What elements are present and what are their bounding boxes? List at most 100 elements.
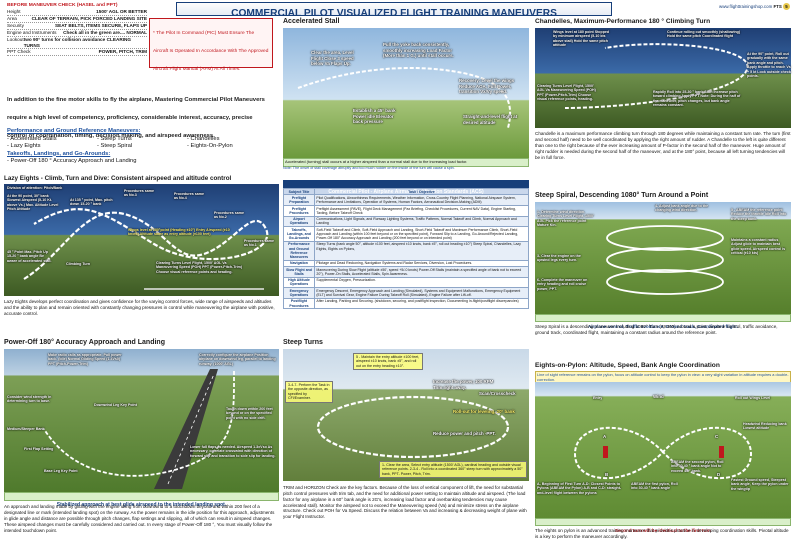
eights-caption: Second turn will be identical to the fir… xyxy=(615,528,711,533)
accel-stall-caption: Accelerated (turning) stall occurs at a … xyxy=(283,158,529,167)
spiral-step-5: 5 - ABEAM the reference point Reduce the… xyxy=(731,208,787,221)
fastest-groundspeed: Fastest Ground speed, Steepest bank angl… xyxy=(731,478,789,491)
acs-task-cell: After Landing, Parking and Securing. (sh… xyxy=(314,297,529,310)
acs-subject-cell: High Altitude Operations xyxy=(283,276,315,289)
lazy-eights-point-135: At 135 ° point, Max. pitch down 15-20 ° … xyxy=(70,198,113,207)
checklist-row: Height 1500' AGL OR BETTER xyxy=(7,9,147,16)
climbing-turn-label: Climbing Turn xyxy=(66,262,91,266)
maneuver-item: - Accelerated Stalls xyxy=(7,135,57,142)
division-label: Division of attention: Pitch/Bank xyxy=(7,186,63,190)
acs-section: Commercial Pilot - Airplane Airman Certi… xyxy=(283,180,529,336)
chandelle-path xyxy=(564,43,749,109)
base-leg-key-point: Base Leg Key Point xyxy=(44,469,78,473)
steep-turn-circle xyxy=(316,395,510,459)
perf-maneuvers-title: Performance and Ground Reference Maneuve… xyxy=(7,128,141,134)
chandelles-title: Chandelles, Maximum-Performance 180 ° Cl… xyxy=(535,18,711,25)
power-off-diagram: Make radio calls as appropriate. Pull po… xyxy=(4,349,279,492)
abeam-first-pylon: ABEAM the first pylon, Roll into 30-40 °… xyxy=(631,482,678,491)
spiral-step-1: 1- Determine wind direction. Clearing Tu… xyxy=(537,210,594,228)
steep-turn-reduce-power: Reduce power and pitch -PPT. xyxy=(433,431,496,436)
checklist-value: two 90° turns for collision avoidance CL… xyxy=(23,36,132,48)
lazy-eights-flight-path xyxy=(23,208,269,290)
point-d: D xyxy=(717,472,721,477)
checklist-key: Height xyxy=(7,9,21,15)
maneuver-item: - Eights-On-Pylon xyxy=(187,143,233,150)
page-code: FTS xyxy=(773,4,782,9)
steep-turns-diagram: 5 - Maintain the entry altitude ±100 fee… xyxy=(283,349,529,481)
steep-turns-description: TRIM and HORIZON Check are the key facto… xyxy=(283,485,527,520)
lazy-eights-proc-1: Procedures same as No.1 xyxy=(244,239,274,248)
checklist-value: CLEAR OF TERRAIN, PICK FORCED LANDING SI… xyxy=(31,16,147,21)
chandelle-entry: Clearing Turns Level Flight, 1500' AGL V… xyxy=(537,84,596,102)
spiral-step-6: 6- Complete the maneuver on entry headin… xyxy=(537,278,588,291)
flight-path-line xyxy=(23,208,269,280)
steep-turns-section: Steep Turns 5 - Maintain the entry altit… xyxy=(283,339,529,549)
turn-path xyxy=(316,395,510,459)
accel-stall-step-2: Pull the yoke back consistently, smoothl… xyxy=(383,42,454,58)
steep-turn-maintain: 5 - Maintain the entry altitude ±100 fee… xyxy=(353,353,423,371)
eights-pylon-description: The eights on pylon is an advanced train… xyxy=(535,528,789,539)
figure-eight-line xyxy=(573,426,753,480)
maneuver-item: - Lazy Eights xyxy=(7,143,41,150)
eights-caption-band: Second turn will be identical to the fir… xyxy=(535,518,791,533)
stall-flight-path xyxy=(297,67,512,129)
acs-subject-cell: Performance and Ground Reference Maneuve… xyxy=(283,240,315,261)
spiral-step-4: 4- Adjust bank angle due to the changing… xyxy=(655,204,709,213)
page-number: 5 xyxy=(783,3,790,10)
eights-legend: A- Beginning of First Turn A-D: Closest … xyxy=(537,482,622,495)
acs-subject-cell: Takeoffs, Landings, and Go-Arounds xyxy=(283,226,315,242)
downwind-key-point: Downwind Leg Key Point xyxy=(94,403,137,407)
lazy-eights-point-180: Wings level at 180°point (Heading ±10°) … xyxy=(128,228,230,237)
checklist-value: 1500' AGL OR BETTER xyxy=(96,9,147,15)
lazy-eights-description: Lazy Eights develops perfect coordinatio… xyxy=(4,299,275,316)
accel-stall-step-4: Straight-and-level flight at desired alt… xyxy=(463,114,518,125)
chandelles-diagram: Wings level at 180 point Stopped by mini… xyxy=(535,28,791,128)
checklist-key: Security xyxy=(7,22,24,28)
website-link[interactable]: www.flighttrainingshop.com xyxy=(719,4,773,9)
acs-title: Commercial Pilot - Airplane Airman Certi… xyxy=(328,189,484,195)
acs-task-cell: Supplemental Oxygen, Pressurization. xyxy=(314,276,529,289)
steep-spiral-section: Steep Spiral, Descending 1080° Turn Arou… xyxy=(535,192,791,360)
lazy-eights-proc-4: Procedures same as No.4 xyxy=(174,192,204,201)
accelerated-stall-section: Accelerated Stall Clear the area, Level … xyxy=(283,18,529,182)
power-off-wind-note: Consider wind strength in determining tu… xyxy=(7,395,52,404)
point-b: B xyxy=(605,472,609,477)
power-off-pattern xyxy=(43,369,235,489)
steep-turn-scan: Scan/Crosscheck xyxy=(479,391,516,396)
acs-subject-cell: Preflight Preparation xyxy=(283,194,315,206)
checklist-value: Check all in the green are.... NORMAL xyxy=(63,29,147,35)
chandelle-rollout: Continue rolling out smoothly (shallowin… xyxy=(667,30,741,39)
acs-subject-cell: Slow Flight and Stalls xyxy=(283,266,315,278)
rollout-wings-level: Roll out Wings Level xyxy=(735,396,771,400)
power-off-title: Power-Off 180° Accuracy Approach and Lan… xyxy=(4,339,165,346)
acs-task-cell: Communications, Light Signals, and Runwa… xyxy=(314,215,529,228)
spiral-caption: Airplane control, Traffic avoidance, Gro… xyxy=(587,324,739,329)
checklist-title: BEFORE MANEUVER CHECK (HASEL and PPT) xyxy=(7,3,118,8)
touchdown-label: Touch down within 200 feet beyond or on … xyxy=(226,407,273,420)
point-a: A xyxy=(603,434,607,439)
maneuver-item: - Steep Turns xyxy=(97,135,132,142)
acs-subject-cell: Airport Operations xyxy=(283,215,315,228)
takeoff-landing-title: Takeoffs, Landings, and Go-Arounds: xyxy=(7,150,111,157)
checklist-key: Lookout xyxy=(7,36,24,42)
steep-turn-rollout: Roll-out for leveling, 20° bank xyxy=(453,409,515,414)
spiral-step-3: 3- Clear the engine on the upwind legs e… xyxy=(537,254,581,263)
pic-warning-text: * The Pilot In Command (PIC) Must Ensure… xyxy=(153,31,269,72)
acs-subject-cell: Emergency Operations xyxy=(283,287,315,299)
page-title-bar: COMMERCIAL PILOT VISUALIZED FLIGHT TRAIN… xyxy=(176,2,612,19)
takeoff-landing-item: - Power-Off 180 ° Accuracy Approach and … xyxy=(7,158,137,165)
eights-on-pylon-section: Eights-on-Pylon: Altitude, Speed, Bank A… xyxy=(535,362,791,549)
accel-stall-path xyxy=(297,67,512,129)
power-off-radio-calls: Make radio calls as appropriate. Pull po… xyxy=(48,353,122,366)
